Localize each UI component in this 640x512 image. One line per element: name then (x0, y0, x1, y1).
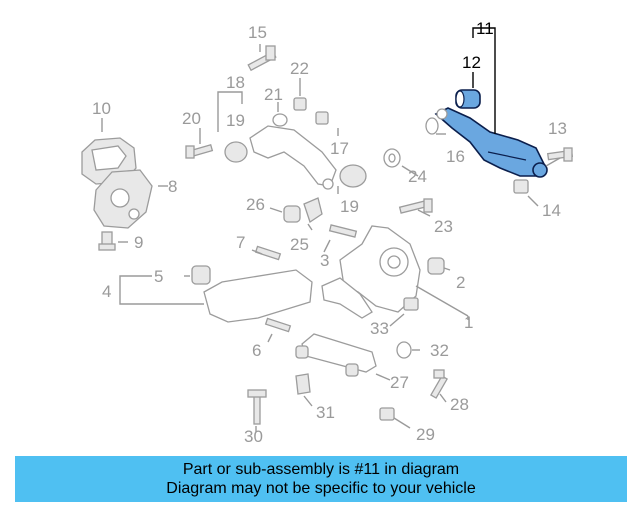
bushing-part-12 (455, 89, 481, 109)
nut-part-14 (513, 179, 529, 194)
bolt-part-9 (98, 231, 116, 251)
nut-part-22 (293, 97, 307, 111)
callout-1: 1 (464, 313, 473, 332)
bolt-part-28 (430, 369, 448, 399)
callout-17: 17 (330, 139, 349, 158)
callout-6: 6 (252, 341, 261, 360)
banner-line-part-number: Part or sub-assembly is #11 in diagram (182, 461, 460, 478)
bolt-part-13 (546, 147, 574, 162)
nut-part-33 (403, 297, 419, 311)
banner-line-disclaimer: Diagram may not be specific to your vehi… (166, 480, 476, 497)
callout-30: 30 (244, 427, 263, 446)
callout-29: 29 (416, 425, 435, 444)
callout-23: 23 (434, 217, 453, 236)
nut-part-29 (379, 407, 395, 421)
mount-bracket-part-10 (81, 137, 137, 185)
bracket-part-31 (295, 373, 311, 395)
washer-part-21 (272, 113, 288, 127)
callout-8: 8 (168, 177, 177, 196)
callout-27: 27 (390, 373, 409, 392)
washer-part-32 (396, 341, 412, 359)
callout-22: 22 (290, 59, 309, 78)
link-part-27 (295, 333, 377, 377)
callout-28: 28 (450, 395, 469, 414)
callout-25: 25 (290, 235, 309, 254)
callout-20: 20 (182, 109, 201, 128)
callout-2: 2 (456, 273, 465, 292)
callout-numbers: 1 2 3 4 5 6 7 8 9 10 11 12 13 14 15 16 1… (92, 19, 567, 446)
nut-part-17 (315, 111, 329, 125)
washer-part-24 (383, 148, 401, 168)
callout-12: 12 (462, 53, 481, 72)
callout-11: 11 (476, 19, 494, 38)
bracket-part-8 (93, 169, 153, 229)
bolt-part-6 (264, 317, 292, 333)
exploded-parts-diagram: 1 2 3 4 5 6 7 8 9 10 11 12 13 14 15 16 1… (81, 19, 574, 446)
lower-arm-part-4 (191, 265, 313, 323)
washer-part-16 (425, 117, 439, 135)
callout-13: 13 (548, 119, 567, 138)
callout-15: 15 (248, 23, 267, 42)
bolt-part-20 (185, 144, 214, 159)
bolt-part-7 (254, 245, 282, 261)
leader-lines (101, 27, 561, 432)
bolt-part-15 (247, 45, 277, 72)
callout-3: 3 (320, 251, 329, 270)
upper-arm-part-18 (224, 125, 367, 190)
bushing-part-26 (283, 205, 301, 223)
callout-33: 33 (370, 319, 389, 338)
knuckle-part-1 (321, 225, 421, 319)
bolt-part-23 (398, 198, 433, 214)
callout-21: 21 (264, 85, 283, 104)
callout-4: 4 (102, 282, 111, 301)
info-banner: Part or sub-assembly is #11 in diagram D… (15, 456, 627, 502)
callout-14: 14 (542, 201, 561, 220)
bracket-part-25 (303, 197, 323, 224)
callout-24: 24 (408, 167, 427, 186)
trailing-arm-part-11 (434, 107, 548, 178)
bolt-part-3 (328, 224, 358, 238)
callout-26: 26 (246, 195, 265, 214)
bushing-part-2 (427, 257, 445, 275)
callout-31: 31 (316, 403, 335, 422)
bolt-part-30 (247, 389, 267, 425)
callout-9: 9 (134, 233, 143, 252)
callout-32: 32 (430, 341, 449, 360)
callout-16: 16 (446, 147, 465, 166)
callout-5: 5 (154, 267, 163, 286)
callout-18: 18 (226, 73, 245, 92)
callout-19-upper: 19 (226, 111, 245, 130)
callout-7: 7 (236, 233, 245, 252)
callout-10: 10 (92, 99, 111, 118)
callout-19-lower: 19 (340, 197, 359, 216)
